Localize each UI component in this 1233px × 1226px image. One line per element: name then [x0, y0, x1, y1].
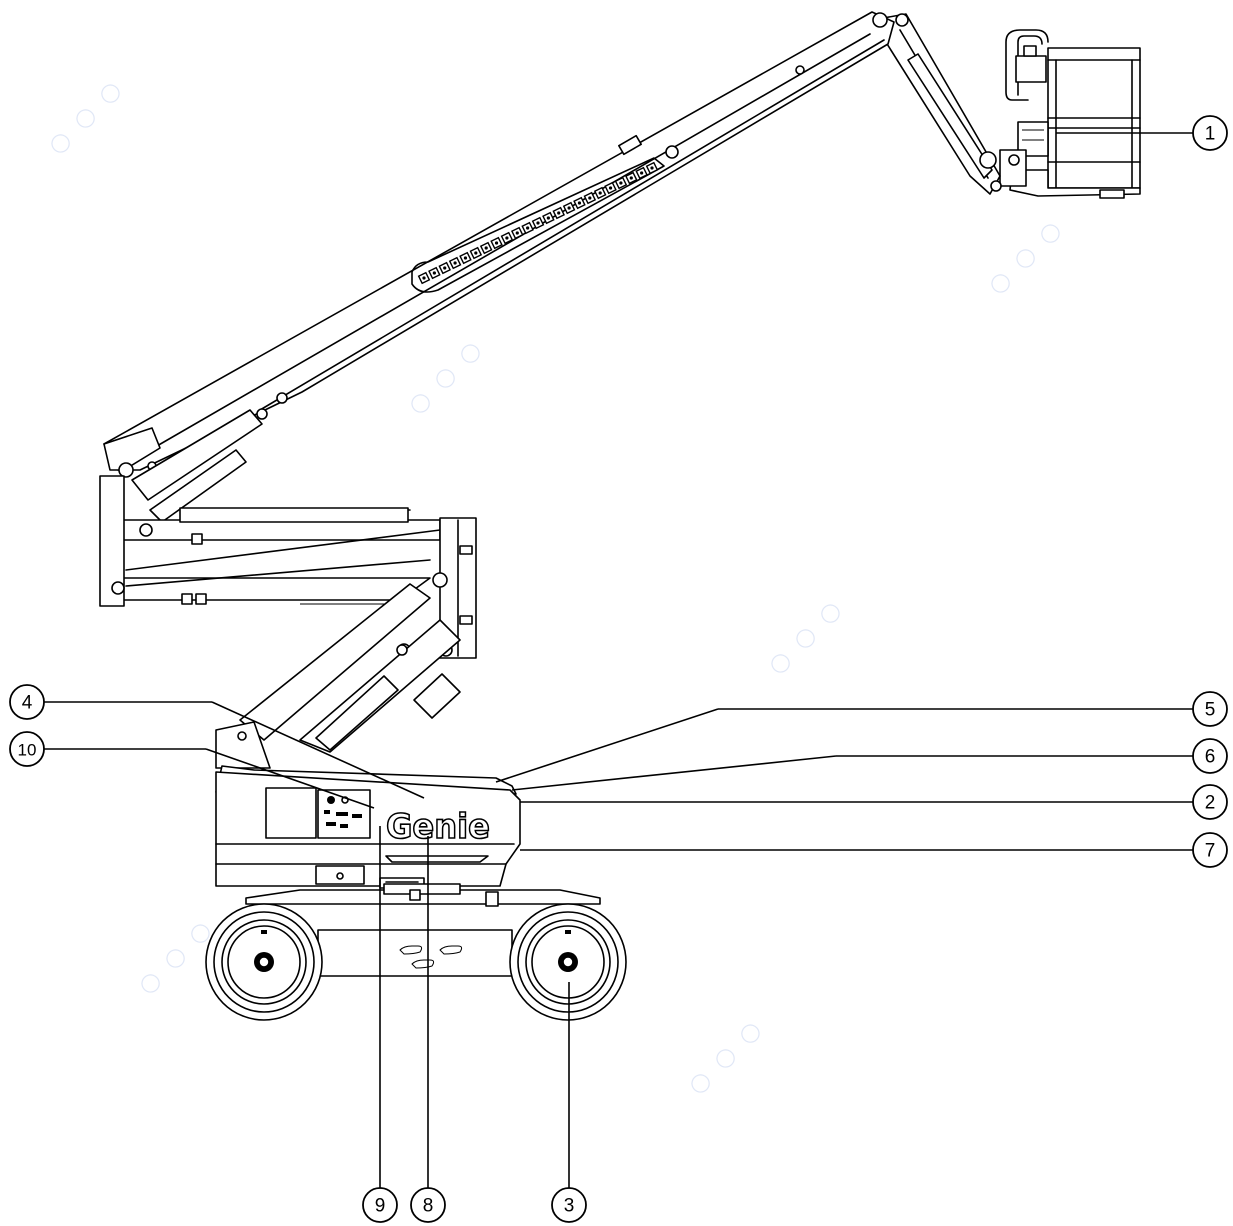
- cable-track: [411, 157, 665, 293]
- callout-1-label: 1: [1205, 124, 1216, 145]
- callout-8-label: 8: [423, 1196, 434, 1217]
- callout-7: 7: [1192, 832, 1228, 868]
- callout-2-label: 2: [1205, 793, 1216, 814]
- callout-10-label: 10: [18, 741, 37, 760]
- callout-6-label: 6: [1205, 747, 1216, 768]
- cable-track-link-pin: [536, 221, 540, 225]
- cable-track-link-pin: [588, 196, 592, 200]
- callout-3-label: 3: [564, 1196, 575, 1217]
- cable-track-link-pin: [526, 226, 530, 230]
- callout-6: 6: [1192, 738, 1228, 774]
- callout-2: 2: [1192, 784, 1228, 820]
- svg-text:● ● ●: ● ● ●: [675, 1008, 773, 1106]
- cable-track-link-pin: [432, 271, 436, 275]
- cable-track-link-pin: [484, 246, 488, 250]
- callout-3: 3: [551, 1187, 587, 1223]
- svg-text:● ● ●: ● ● ●: [395, 328, 493, 426]
- cable-track-link-pin: [598, 191, 602, 195]
- cable-track-link-pin: [557, 211, 561, 215]
- cable-track-link-pin: [453, 261, 457, 265]
- callout-7-label: 7: [1205, 841, 1216, 862]
- svg-text:● ● ●: ● ● ●: [975, 208, 1073, 306]
- callout-1: 1: [1192, 115, 1228, 151]
- cable-track-link-pin: [494, 241, 499, 245]
- cable-track-link-pin: [515, 231, 519, 235]
- svg-text:● ● ●: ● ● ●: [755, 588, 853, 686]
- wheel-left: [205, 903, 323, 1021]
- leader-lines: [44, 132, 1193, 1188]
- lower-boom: [239, 583, 461, 753]
- cable-track-link-pin: [546, 216, 550, 220]
- callout-5: 5: [1192, 691, 1228, 727]
- cable-track-link-pin: [619, 181, 623, 185]
- wheel-right: [509, 903, 627, 1021]
- callout-9: 9: [362, 1187, 398, 1223]
- cable-track-link-pin: [443, 266, 447, 270]
- riser-assembly: [99, 475, 477, 659]
- callout-10: 10: [9, 731, 45, 767]
- genie-logo: Genie: [386, 807, 490, 847]
- lift-cylinder: [131, 408, 268, 523]
- cable-track-link-pin: [650, 166, 654, 170]
- callout-9-label: 9: [375, 1196, 386, 1217]
- cable-track-link-pin: [567, 206, 571, 210]
- cable-track-link-pin: [474, 251, 478, 255]
- cable-track-link-pin: [629, 176, 633, 180]
- callout-4-label: 4: [22, 693, 33, 714]
- svg-text:● ● ●: ● ● ●: [35, 68, 133, 166]
- cable-track-link-pin: [463, 256, 468, 260]
- cable-track-link-pin: [640, 171, 644, 175]
- cable-track-link-pin: [422, 276, 426, 280]
- chassis: [245, 883, 601, 977]
- cable-track-link-pin: [577, 201, 582, 205]
- cable-track-link-pin: [608, 186, 613, 190]
- jib-boom: [871, 13, 1002, 195]
- callout-4: 4: [9, 684, 45, 720]
- turntable-body: Genie: [215, 721, 521, 889]
- callout-5-label: 5: [1205, 700, 1216, 721]
- callout-8: 8: [410, 1187, 446, 1223]
- cable-track-link-pin: [505, 236, 509, 240]
- platform: [999, 29, 1141, 199]
